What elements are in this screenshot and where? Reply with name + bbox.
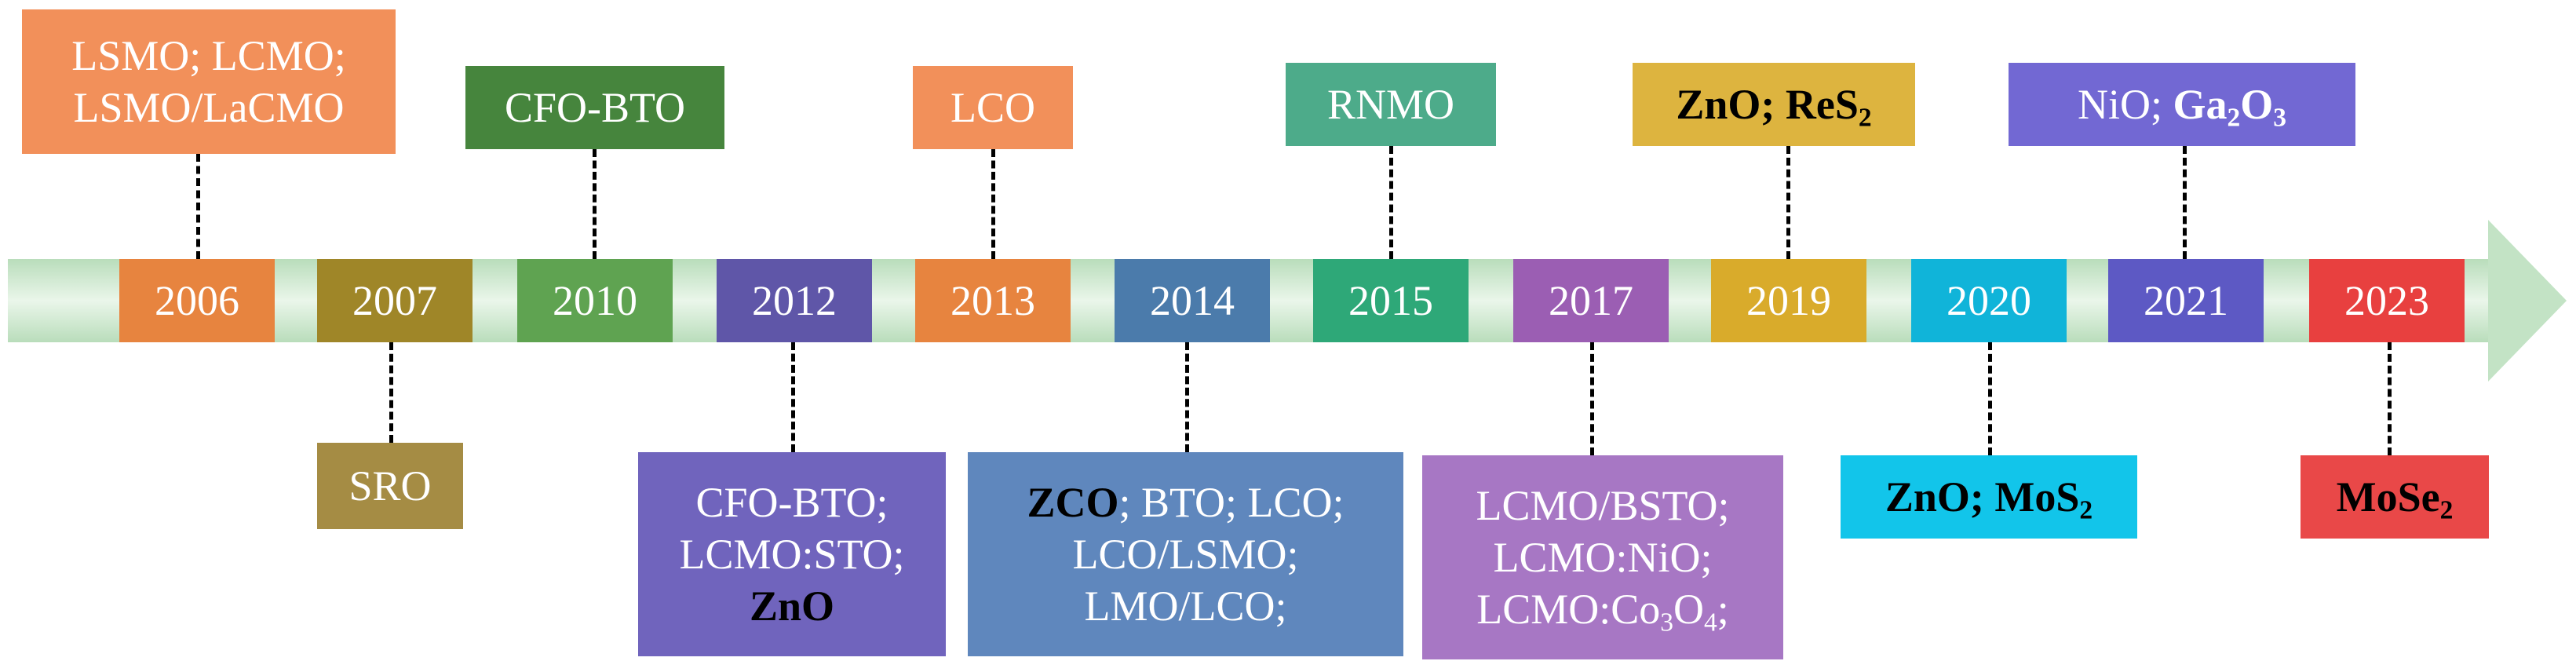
timeline-arrowhead — [2488, 220, 2567, 382]
connector-2010 — [593, 149, 597, 259]
materials-2023: MoSe2 — [2301, 455, 2489, 539]
materials-2020: ZnO; MoS2 — [1841, 455, 2137, 539]
connector-2021 — [2183, 146, 2187, 259]
year-2010: 2010 — [517, 259, 673, 342]
materials-2012-line-2: LCMO:STO; — [679, 531, 905, 578]
connector-2013 — [991, 149, 995, 259]
materials-2015-line-1: RNMO — [1326, 81, 1455, 128]
materials-2019-line-1: ZnO; ReS2 — [1676, 81, 1872, 133]
year-2017: 2017 — [1513, 259, 1669, 342]
materials-2013: LCO — [913, 66, 1073, 149]
materials-2010: CFO-BTO — [465, 66, 724, 149]
materials-2007-line-1: SRO — [348, 462, 432, 509]
materials-2006: LSMO; LCMO; LSMO/LaCMO — [22, 9, 396, 154]
year-2007: 2007 — [317, 259, 473, 342]
materials-2017-line-3: LCMO:Co3O4; — [1476, 586, 1729, 637]
materials-2021: NiO; Ga2O3 — [2009, 63, 2355, 146]
materials-2012-line-3: ZnO — [749, 583, 835, 630]
materials-2020-line-1: ZnO; MoS2 — [1885, 473, 2093, 525]
materials-2023-line-1: MoSe2 — [2336, 473, 2454, 525]
connector-2014 — [1185, 342, 1189, 452]
materials-2014-line-3: LMO/LCO; — [1084, 583, 1287, 630]
year-2013: 2013 — [915, 259, 1071, 342]
materials-2013-line-1: LCO — [950, 84, 1035, 131]
materials-2017-line-2: LCMO:NiO; — [1493, 534, 1713, 581]
materials-2012: CFO-BTO; LCMO:STO; ZnO — [638, 452, 946, 656]
materials-2021-line-1: NiO; Ga2O3 — [2078, 81, 2286, 133]
connector-2012 — [791, 342, 795, 452]
year-2012: 2012 — [717, 259, 872, 342]
materials-2017-line-1: LCMO/BSTO; — [1476, 482, 1730, 529]
year-2006: 2006 — [119, 259, 275, 342]
year-2023: 2023 — [2309, 259, 2465, 342]
connector-2020 — [1988, 342, 1992, 455]
materials-2012-line-1: CFO-BTO; — [695, 479, 888, 526]
materials-2007: SRO — [317, 443, 463, 529]
connector-2017 — [1590, 342, 1594, 455]
year-2020: 2020 — [1911, 259, 2067, 342]
materials-2006-line-1: LSMO; LCMO; — [71, 32, 346, 79]
materials-2010-line-1: CFO-BTO — [504, 84, 686, 131]
materials-2014: ZCO; BTO; LCO; LCO/LSMO; LMO/LCO; — [968, 452, 1403, 656]
materials-2019: ZnO; ReS2 — [1633, 63, 1915, 146]
year-2019: 2019 — [1711, 259, 1866, 342]
materials-2015: RNMO — [1286, 63, 1496, 146]
materials-2017: LCMO/BSTO; LCMO:NiO; LCMO:Co3O4; — [1422, 455, 1783, 659]
connector-2006 — [196, 154, 200, 259]
year-2015: 2015 — [1313, 259, 1469, 342]
materials-2014-line-2: LCO/LSMO; — [1072, 531, 1299, 578]
connector-2015 — [1389, 146, 1393, 259]
year-2014: 2014 — [1115, 259, 1270, 342]
connector-2023 — [2388, 342, 2392, 455]
year-2021: 2021 — [2108, 259, 2264, 342]
materials-2014-line-1: ZCO; BTO; LCO; — [1027, 479, 1345, 526]
connector-2019 — [1786, 146, 1790, 259]
connector-2007 — [389, 342, 393, 443]
materials-2006-line-2: LSMO/LaCMO — [73, 84, 345, 131]
